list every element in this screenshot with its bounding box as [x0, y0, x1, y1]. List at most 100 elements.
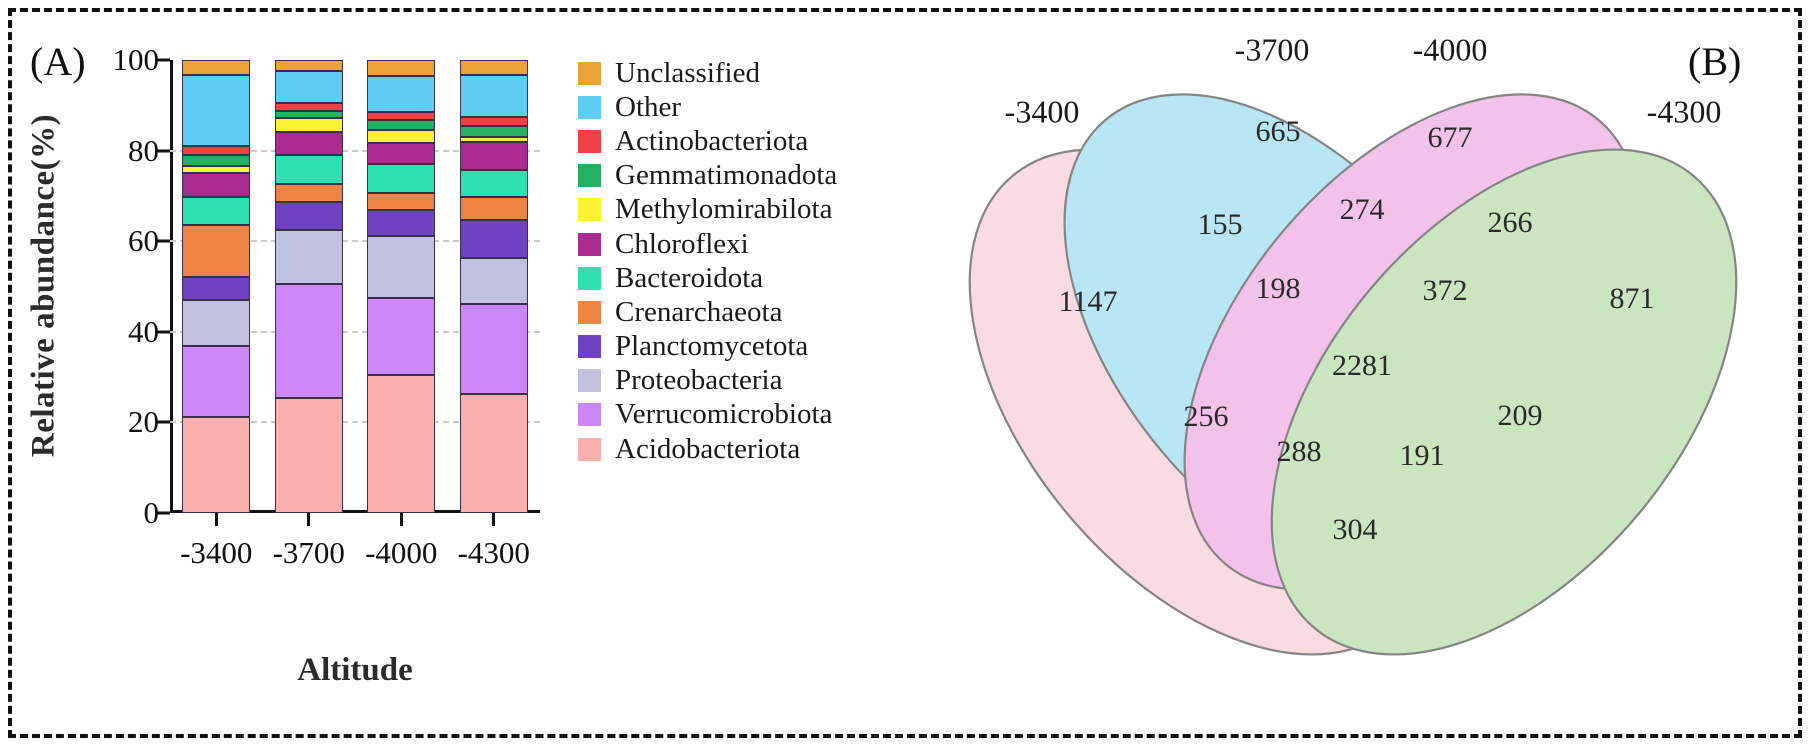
bar-segment[interactable]	[182, 416, 251, 513]
bar-segment[interactable]	[274, 230, 343, 285]
legend-item[interactable]: Acidobacteriota	[578, 432, 868, 466]
bar-segment[interactable]	[459, 142, 528, 171]
bar-segment[interactable]	[274, 110, 343, 118]
legend-item[interactable]: Proteobacteria	[578, 364, 868, 398]
legend-item[interactable]: Crenarchaeota	[578, 295, 868, 329]
legend-color-swatch	[578, 232, 601, 256]
bar-segment[interactable]	[182, 300, 251, 346]
bar-segment[interactable]	[459, 220, 528, 258]
legend-label: Chloroflexi	[615, 227, 749, 260]
legend-item[interactable]: Chloroflexi	[578, 227, 868, 261]
venn-set-label-3700: -3700	[1234, 31, 1310, 68]
bar-segment[interactable]	[367, 297, 436, 376]
legend-label: Bacteroidota	[615, 261, 764, 294]
bar-segment[interactable]	[459, 136, 528, 142]
bar-stack[interactable]	[182, 60, 251, 513]
legend-label: Unclassified	[615, 56, 760, 89]
legend-color-swatch	[578, 437, 601, 461]
bar-stack[interactable]	[274, 60, 343, 513]
bar-segment[interactable]	[182, 224, 251, 277]
bar-segment[interactable]	[182, 154, 251, 167]
bar-segment[interactable]	[182, 74, 251, 146]
bar-segment[interactable]	[459, 116, 528, 127]
venn-count-only-3400: 1147	[1058, 285, 1118, 318]
bar-segment[interactable]	[274, 71, 343, 104]
bar-segment[interactable]	[367, 75, 436, 113]
bar-segment[interactable]	[367, 130, 436, 143]
bar-segment[interactable]	[367, 209, 436, 237]
legend-item[interactable]: Actinobacteriota	[578, 124, 868, 158]
bar-segment[interactable]	[367, 142, 436, 164]
legend-item[interactable]: Unclassified	[578, 56, 868, 90]
bar-segment[interactable]	[274, 60, 343, 72]
bar-segment[interactable]	[182, 276, 251, 301]
legend-label: Other	[615, 90, 682, 123]
venn-count-3400-4000-4300: 288	[1276, 435, 1322, 468]
venn-count-3700-4000: 274	[1339, 193, 1385, 226]
y-tick-label: 20	[128, 404, 159, 440]
grid-line	[170, 240, 540, 243]
bar-segment[interactable]	[182, 166, 251, 174]
bar-segment[interactable]	[367, 192, 436, 210]
bar-segment[interactable]	[367, 119, 436, 131]
bar-segment[interactable]	[274, 103, 343, 111]
x-tick-label: -3700	[272, 535, 345, 570]
legend-item[interactable]: Methylomirabilota	[578, 193, 868, 227]
bar-segment[interactable]	[274, 132, 343, 156]
bar-segment[interactable]	[182, 173, 251, 198]
legend-item[interactable]: Verrucomicrobiota	[578, 398, 868, 432]
bar-segment[interactable]	[459, 196, 528, 221]
bar-segment[interactable]	[459, 74, 528, 117]
x-tick-mark	[399, 513, 403, 526]
venn-count-3700-4000-4300: 372	[1422, 274, 1468, 307]
bar-segment[interactable]	[459, 257, 528, 305]
grid-line	[170, 330, 540, 333]
venn-count-only-4300: 871	[1609, 282, 1655, 315]
bar-segment[interactable]	[459, 304, 528, 394]
venn-count-3400-3700-4000: 198	[1255, 272, 1301, 305]
grid-line	[170, 421, 540, 424]
bar-segment[interactable]	[274, 397, 343, 513]
bar-segment[interactable]	[274, 118, 343, 133]
y-tick-mark	[155, 149, 170, 153]
bar-segment[interactable]	[182, 197, 251, 225]
bar-segment[interactable]	[182, 60, 251, 75]
bar-segment[interactable]	[459, 393, 528, 513]
venn-count-4000-4300: 266	[1487, 206, 1533, 239]
legend-color-swatch	[578, 198, 601, 222]
bar-segment[interactable]	[274, 284, 343, 398]
bar-segment[interactable]	[182, 145, 251, 155]
bar-segment[interactable]	[182, 345, 251, 417]
bar-segment[interactable]	[367, 60, 436, 76]
bar-segment[interactable]	[274, 202, 343, 231]
bar-stack[interactable]	[367, 60, 436, 513]
bar-segment[interactable]	[459, 126, 528, 137]
legend-item[interactable]: Bacteroidota	[578, 261, 868, 295]
legend-item[interactable]: Other	[578, 90, 868, 124]
bar-segment[interactable]	[459, 170, 528, 197]
bar-segment[interactable]	[274, 183, 343, 203]
legend-label: Planctomycetota	[615, 330, 809, 363]
legend-item[interactable]: Planctomycetota	[578, 330, 868, 364]
legend-item[interactable]: Gemmatimonadota	[578, 159, 868, 193]
bar-segment[interactable]	[367, 112, 436, 120]
venn-count-all: 2281	[1332, 349, 1392, 382]
x-axis-line	[170, 510, 540, 513]
x-tick-mark	[214, 513, 218, 526]
venn-count-3400-4300: 304	[1332, 513, 1378, 546]
bar-segment[interactable]	[459, 60, 528, 75]
bar-segment[interactable]	[367, 375, 436, 513]
legend-label: Crenarchaeota	[615, 295, 783, 328]
legend-color-swatch	[578, 403, 601, 427]
bar-segment[interactable]	[274, 155, 343, 184]
bar-segment[interactable]	[367, 236, 436, 298]
bar-stack[interactable]	[459, 60, 528, 513]
x-tick-mark	[492, 513, 496, 526]
legend-label: Acidobacteriota	[615, 432, 801, 465]
bar-segment[interactable]	[367, 163, 436, 193]
y-axis-title: Relative abundance(%)	[25, 113, 62, 458]
